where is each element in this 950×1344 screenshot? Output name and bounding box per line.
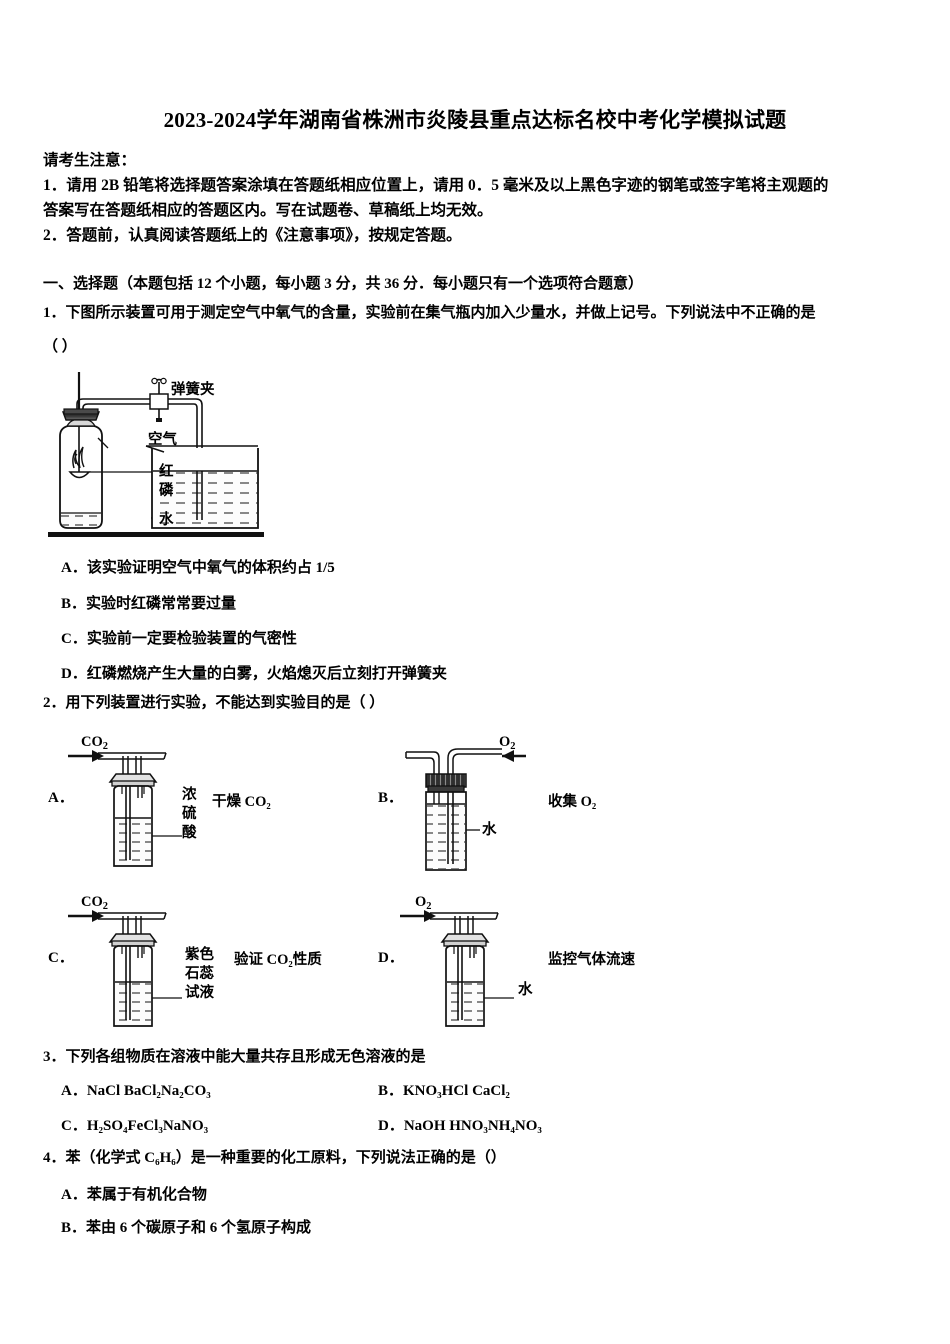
candidate-notice: 请考生注意： 1．请用 2B 铅笔将选择题答案涂填在答题纸相应位置上，请用 0．… bbox=[43, 148, 908, 248]
figure-gas-wash-bottle-sulfuric-acid bbox=[66, 730, 196, 880]
question-3-option-c: C．H₂SO₄FeCl₃NaNO₃ bbox=[61, 1118, 209, 1134]
label-air: 空气 bbox=[148, 432, 177, 448]
purpose-dry-co2: 干燥 CO₂ bbox=[212, 794, 271, 810]
spring-clip-glyph bbox=[149, 377, 169, 422]
label-gas-inlet-co2-a: CO2 bbox=[81, 734, 108, 752]
question-4-option-b: B．苯由 6 个碳原子和 6 个氢原子构成 bbox=[61, 1220, 312, 1236]
page-title: 2023-2024学年湖南省株洲市炎陵县重点达标名校中考化学模拟试题 bbox=[163, 108, 787, 132]
figure-gas-collection-bottle-water bbox=[398, 730, 528, 880]
question-1-option-c: C．实验前一定要检验装置的气密性 bbox=[61, 631, 297, 647]
question-2-stem: 2．用下列装置进行实验，不能达到实验目的是（ ） bbox=[43, 695, 385, 711]
notice-line-1: 1．请用 2B 铅笔将选择题答案涂填在答题纸相应位置上，请用 0．5 毫米及以上… bbox=[43, 177, 829, 194]
notice-line-1-cont: 答案写在答题纸相应的答题区内。写在试题卷、草稿纸上均无效。 bbox=[43, 202, 493, 219]
question-2-letter-a: A． bbox=[48, 790, 74, 806]
question-1-option-a: A．该实验证明空气中氧气的体积约占 1/5 bbox=[61, 560, 335, 576]
figure-gas-wash-bottle-litmus bbox=[66, 890, 196, 1040]
purpose-verify-co2-properties: 验证 CO₂性质 bbox=[234, 952, 322, 968]
question-3-option-b: B．KNO₃HCl CaCl₂ bbox=[378, 1083, 510, 1099]
section-heading-choice: 一、选择题（本题包括 12 个小题，每小题 3 分，共 36 分．每小题只有一个… bbox=[43, 276, 644, 292]
question-1-answer-paren: （ ） bbox=[43, 339, 77, 355]
question-3-stem: 3．下列各组物质在溶液中能大量共存且形成无色溶液的是 bbox=[43, 1049, 426, 1065]
label-water-b: 水 bbox=[482, 822, 497, 838]
label-gas-inlet-o2-b: O2 bbox=[499, 734, 516, 752]
question-3-option-a: A．NaCl BaCl₂Na₂CO₃ bbox=[61, 1083, 211, 1099]
label-spring-clip: 弹簧夹 bbox=[171, 382, 215, 398]
figure-gas-flow-monitor-bottle bbox=[398, 890, 528, 1040]
label-gas-inlet-o2-d: O2 bbox=[415, 894, 432, 912]
notice-line-2: 2．答题前，认真阅读答题纸上的《注意事项》，按规定答题。 bbox=[43, 227, 462, 244]
question-3-option-d: D．NaOH HNO₃NH₄NO₃ bbox=[378, 1118, 542, 1134]
label-gas-inlet-co2-c: CO2 bbox=[81, 894, 108, 912]
label-water: 水 bbox=[159, 512, 174, 528]
question-1-option-b: B．实验时红磷常常要过量 bbox=[61, 596, 237, 612]
label-purple-litmus-solution: 紫色石蕊试液 bbox=[185, 947, 214, 1001]
label-water-d: 水 bbox=[518, 982, 533, 998]
label-red-phosphorus: 红磷 bbox=[159, 464, 174, 499]
question-2-letter-b: B． bbox=[378, 790, 404, 806]
question-2-letter-c: C． bbox=[48, 950, 74, 966]
question-4-option-a: A．苯属于有机化合物 bbox=[61, 1187, 207, 1203]
question-4-stem: 4．苯（化学式 C₆H₆）是一种重要的化工原料，下列说法正确的是（） bbox=[43, 1150, 506, 1166]
purpose-collect-o2: 收集 O₂ bbox=[548, 794, 597, 810]
question-1-stem: 1．下图所示装置可用于测定空气中氧气的含量，实验前在集气瓶内加入少量水，并做上记… bbox=[43, 305, 816, 321]
notice-heading: 请考生注意： bbox=[43, 152, 137, 169]
question-2-letter-d: D． bbox=[378, 950, 404, 966]
purpose-monitor-gas-flow: 监控气体流速 bbox=[548, 952, 635, 968]
figure-oxygen-content-apparatus bbox=[46, 368, 276, 548]
question-1-option-d: D．红磷燃烧产生大量的白雾，火焰熄灭后立刻打开弹簧夹 bbox=[61, 666, 447, 682]
label-concentrated-sulfuric-acid: 浓硫酸 bbox=[182, 787, 197, 841]
